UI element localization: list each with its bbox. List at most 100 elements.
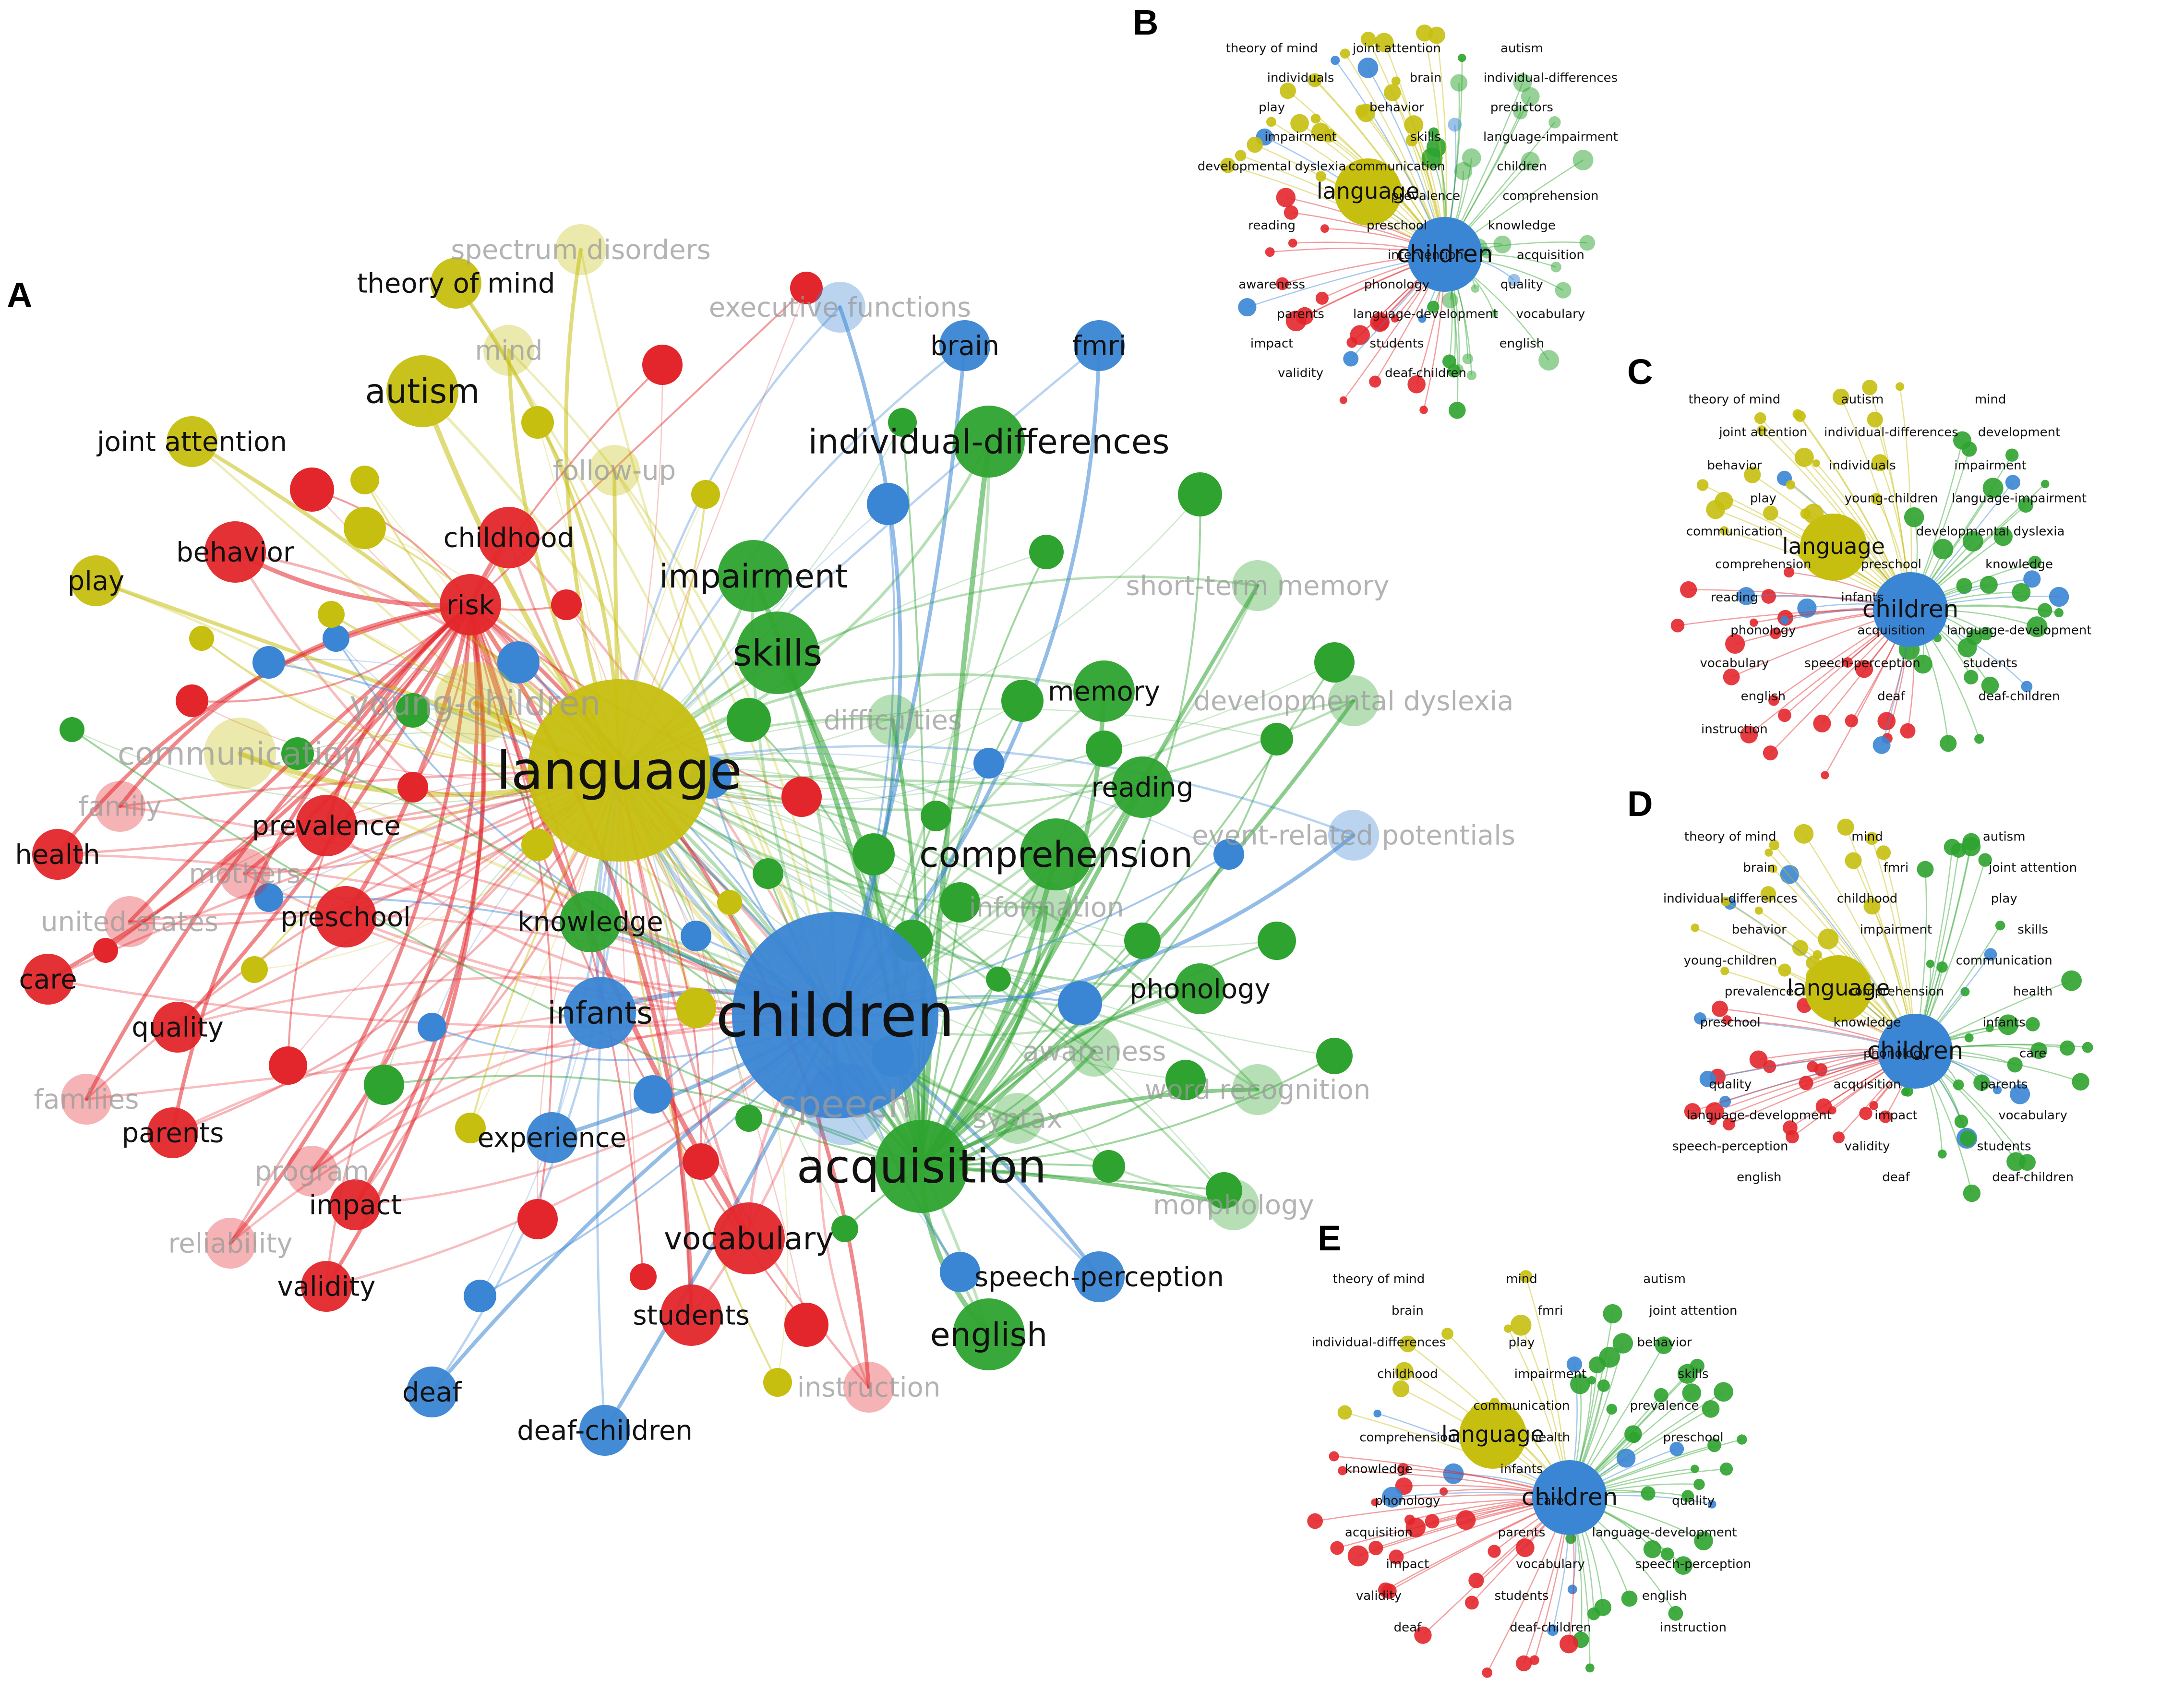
network-node <box>1926 959 1934 968</box>
network-node <box>1074 320 1125 371</box>
network-node <box>1750 618 1758 627</box>
network-node <box>1328 810 1379 861</box>
network-node <box>1421 147 1443 169</box>
node-label: play <box>68 566 125 597</box>
network-node <box>1547 1624 1559 1636</box>
network-node <box>1778 963 1791 977</box>
network-node <box>735 1105 762 1132</box>
node-label: individual-differences <box>808 422 1170 462</box>
network-node <box>1800 514 1867 581</box>
edge <box>596 769 621 1432</box>
node-label: deaf-children <box>1385 366 1466 381</box>
node-label: deaf-children <box>1979 689 2060 704</box>
node-label: short-term memory <box>1126 571 1390 602</box>
network-node <box>560 891 621 952</box>
network-node <box>1792 409 1803 420</box>
node-label: deaf <box>1394 1620 1422 1635</box>
network-node <box>1532 1460 1607 1535</box>
network-node <box>301 1261 352 1312</box>
network-node <box>1725 634 1745 654</box>
node-label: speech-perception <box>1635 1557 1751 1571</box>
node-label: language <box>1317 178 1419 204</box>
network-node <box>681 921 711 951</box>
panel-letter-c: C <box>1627 352 1653 392</box>
node-label: memory <box>1048 676 1160 708</box>
network-node <box>2060 1040 2075 1056</box>
node-label: parents <box>1498 1525 1546 1540</box>
network-node <box>921 801 951 831</box>
edge <box>618 769 1235 1206</box>
network-node <box>1340 48 1350 59</box>
node-label: young-children <box>1684 954 1777 968</box>
network-node <box>1867 411 1883 428</box>
network-node <box>1391 76 1401 86</box>
network-node <box>330 1179 381 1230</box>
network-node <box>1425 1514 1440 1529</box>
node-label: autism <box>1983 830 2026 844</box>
network-node <box>940 1252 980 1292</box>
node-label: infants <box>547 995 652 1031</box>
network-node <box>1315 291 1329 305</box>
network-node <box>1876 845 1891 860</box>
node-label: theory of mind <box>1684 830 1776 844</box>
node-label: behavior <box>1707 458 1762 473</box>
network-node <box>1331 56 1340 65</box>
network-node <box>1720 966 1729 975</box>
network-node <box>1284 205 1298 220</box>
network-node <box>1707 1499 1716 1509</box>
network-node <box>1020 818 1092 890</box>
network-node <box>867 483 909 525</box>
network-node <box>1548 116 1561 129</box>
network-node <box>1450 74 1468 92</box>
node-label: care <box>1537 1494 1564 1508</box>
network-node <box>1513 105 1528 120</box>
network-node <box>167 416 217 467</box>
network-node <box>1863 898 1881 915</box>
network-node <box>1780 615 1789 624</box>
network-node <box>1258 922 1296 960</box>
network-node <box>940 882 980 923</box>
network-node <box>1722 1015 1732 1025</box>
network-node <box>1754 412 1766 424</box>
network-node <box>1508 274 1521 287</box>
node-label: communication <box>1686 524 1783 539</box>
network-node <box>281 737 314 770</box>
node-label: awareness <box>1238 277 1305 292</box>
node-label: information <box>969 892 1124 923</box>
edge <box>921 940 1278 1167</box>
node-label: knowledge <box>1985 557 2053 572</box>
network-node <box>1807 1061 1819 1073</box>
node-label: theory of mind <box>1226 41 1318 56</box>
network-node <box>1414 1626 1432 1644</box>
node-label: comprehension <box>1359 1430 1455 1445</box>
node-label: individual-differences <box>1484 71 1618 85</box>
node-label: joint attention <box>1352 41 1441 56</box>
node-label: infants <box>1841 590 1884 605</box>
network-node <box>713 1202 785 1274</box>
network-node <box>732 912 938 1118</box>
network-node <box>1310 113 1321 124</box>
network-node <box>189 626 214 651</box>
node-label: instruction <box>1660 1620 1727 1635</box>
network-node <box>1723 668 1740 685</box>
node-label: young-children <box>1845 492 1938 506</box>
network-node <box>1490 310 1499 318</box>
node-label: skills <box>1410 130 1441 144</box>
edge <box>243 603 472 875</box>
network-node <box>1374 33 1394 52</box>
node-label: acquisition <box>1833 1078 1901 1092</box>
network-node <box>676 988 716 1028</box>
network-node <box>1786 480 1796 490</box>
network-node <box>1720 897 1730 906</box>
network-node <box>1404 1514 1415 1525</box>
network-node <box>1579 235 1596 251</box>
network-node <box>1794 447 1814 467</box>
network-node <box>1427 300 1440 313</box>
network-node <box>269 1046 307 1085</box>
network-node <box>1521 87 1540 106</box>
node-label: impairment <box>1860 923 1932 937</box>
network-node <box>804 1063 886 1145</box>
network-node <box>939 320 990 371</box>
